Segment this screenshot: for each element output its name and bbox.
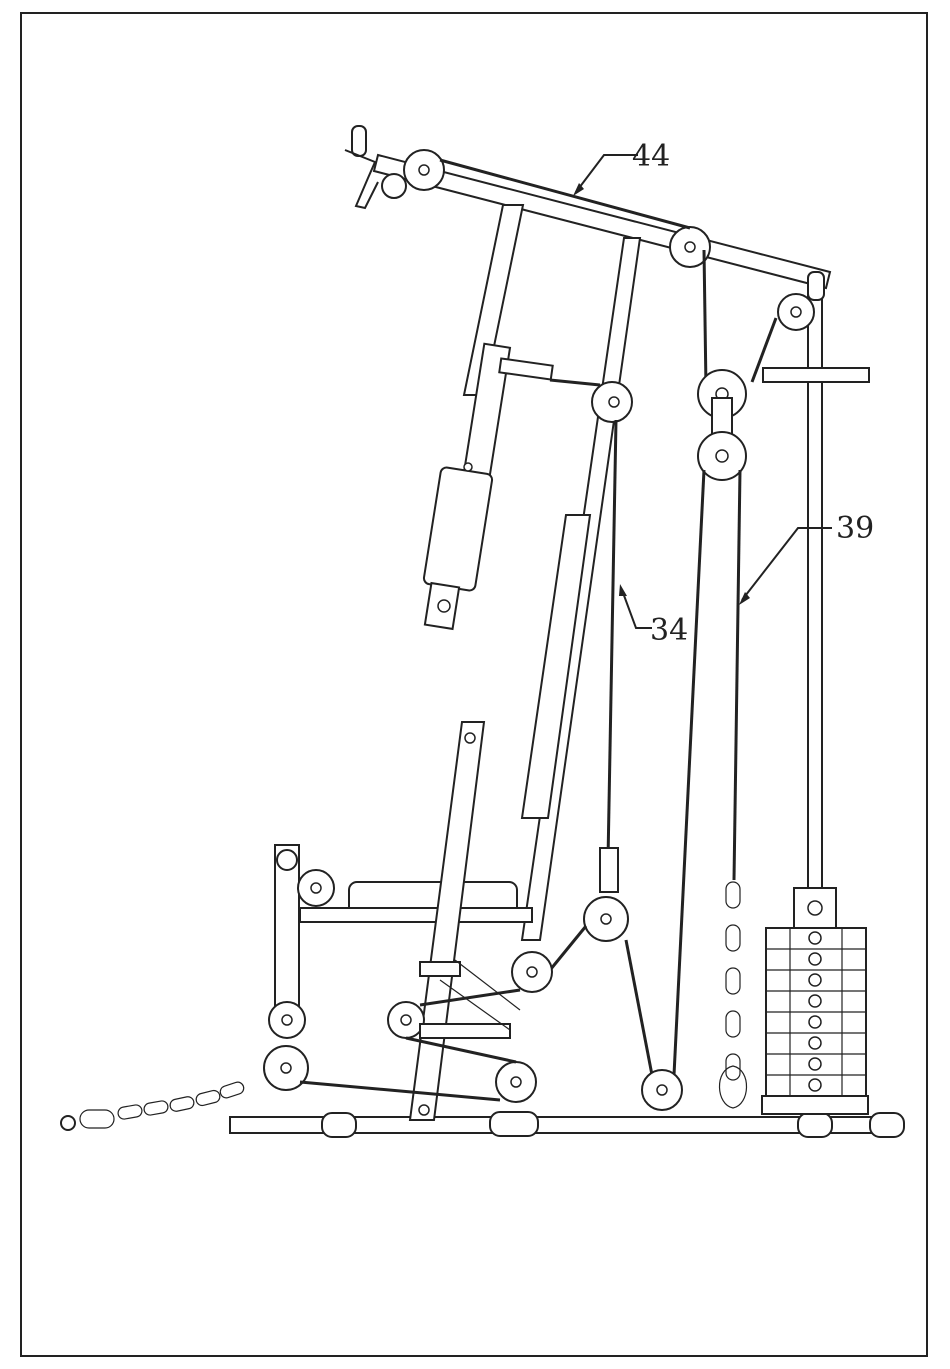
callout-39: 39 [836, 511, 874, 546]
seat-assembly [264, 722, 532, 1120]
callout-44: 44 [632, 139, 670, 174]
weight-stack [762, 280, 869, 1114]
top-boom [374, 150, 830, 330]
base-rail [230, 1112, 904, 1137]
cable-39 [642, 250, 776, 1110]
floor-chain [61, 1081, 245, 1130]
callout-34: 34 [650, 613, 688, 648]
